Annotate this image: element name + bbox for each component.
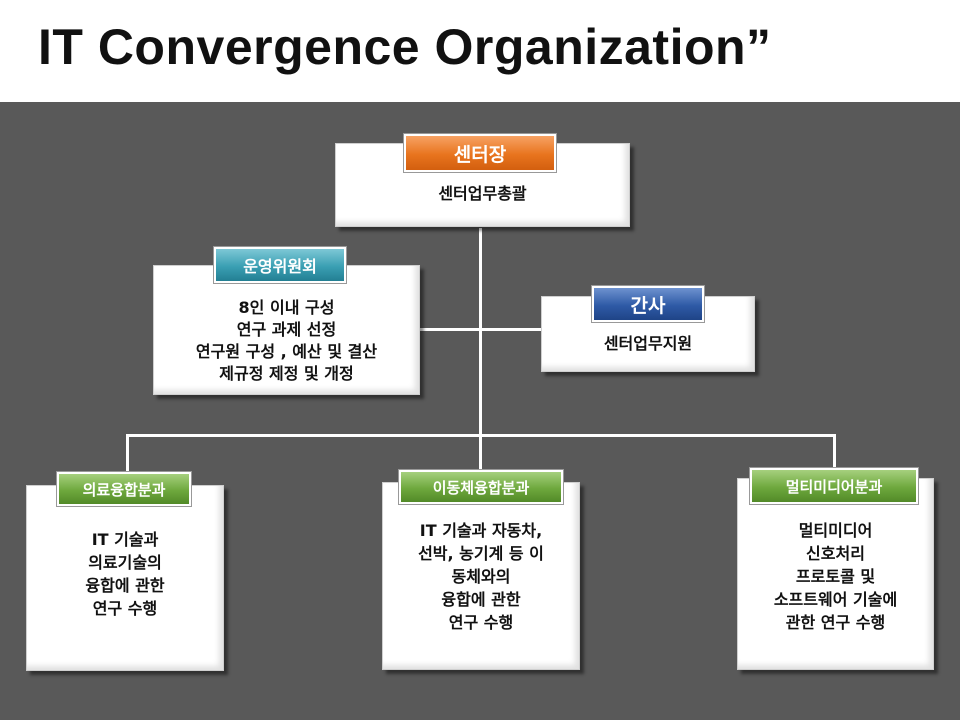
division-multimedia-badge: 멀티미디어분과 (750, 468, 918, 504)
title-bar: IT Convergence Organization” (0, 0, 960, 102)
committee-line: 제규정 제정 및 개정 (219, 364, 354, 383)
director-line: 센터업무총괄 (438, 184, 527, 203)
page-title: IT Convergence Organization” (38, 19, 772, 75)
division-mobility-line: 동체와의 (451, 567, 511, 586)
division-medical-line: 융합에 관한 (85, 576, 165, 595)
division-mobility-description: IT 기술과 자동차, 선박, 농기계 등 이 동체와의 융합에 관한 연구 수… (418, 519, 544, 634)
division-multimedia-line: 소프트웨어 기술에 (773, 590, 898, 609)
division-mobility-line: 융합에 관한 (441, 590, 521, 609)
committee-line: 8인 이내 구성 (238, 298, 335, 317)
division-multimedia-description: 멀티미디어 신호처리 프로토콜 및 소프트웨어 기술에 관한 연구 수행 (774, 519, 897, 634)
division-multimedia-line: 신호처리 (806, 544, 865, 563)
secretary-badge: 간사 (592, 286, 704, 322)
division-medical-line: 의료기술의 (88, 553, 162, 572)
committee-box: 8인 이내 구성 연구 과제 선정 연구원 구성 , 예산 및 결산 제규정 제… (153, 265, 420, 395)
connector-trunk (479, 228, 482, 438)
committee-description: 8인 이내 구성 연구 과제 선정 연구원 구성 , 예산 및 결산 제규정 제… (196, 297, 377, 385)
committee-line: 연구원 구성 , 예산 및 결산 (195, 342, 378, 361)
division-mobility-line: IT 기술과 자동차, (419, 521, 543, 540)
division-multimedia-line: 프로토콜 및 (795, 567, 876, 586)
connector-secretary-branch (481, 328, 543, 331)
division-medical-line: 연구 수행 (92, 599, 158, 618)
secretary-line: 센터업무지원 (603, 334, 693, 353)
division-mobility-line: 선박, 농기계 등 이 (418, 544, 544, 563)
connector-division-center (479, 434, 482, 486)
director-badge: 센터장 (404, 134, 556, 172)
committee-badge: 운영위원회 (214, 247, 346, 283)
division-mobility-badge: 이동체융합분과 (399, 470, 563, 504)
secretary-description: 센터업무지원 (604, 333, 692, 355)
division-multimedia-box: 멀티미디어 신호처리 프로토콜 및 소프트웨어 기술에 관한 연구 수행 (737, 478, 934, 670)
connector-committee-branch (420, 328, 481, 331)
division-medical-description: IT 기술과 의료기술의 융합에 관한 연구 수행 (85, 528, 164, 620)
division-mobility-box: IT 기술과 자동차, 선박, 농기계 등 이 동체와의 융합에 관한 연구 수… (382, 482, 580, 670)
division-medical-line: IT 기술과 (91, 530, 159, 549)
division-medical-badge: 의료융합분과 (57, 472, 191, 506)
committee-line: 연구 과제 선정 (236, 320, 337, 339)
division-multimedia-line: 멀티미디어 (798, 521, 873, 540)
division-mobility-line: 연구 수행 (448, 613, 514, 632)
division-multimedia-line: 관한 연구 수행 (785, 613, 886, 632)
director-description: 센터업무총괄 (438, 183, 526, 205)
connector-division-left (126, 434, 129, 488)
division-medical-box: IT 기술과 의료기술의 융합에 관한 연구 수행 (26, 485, 224, 671)
connector-division-right (833, 434, 836, 482)
